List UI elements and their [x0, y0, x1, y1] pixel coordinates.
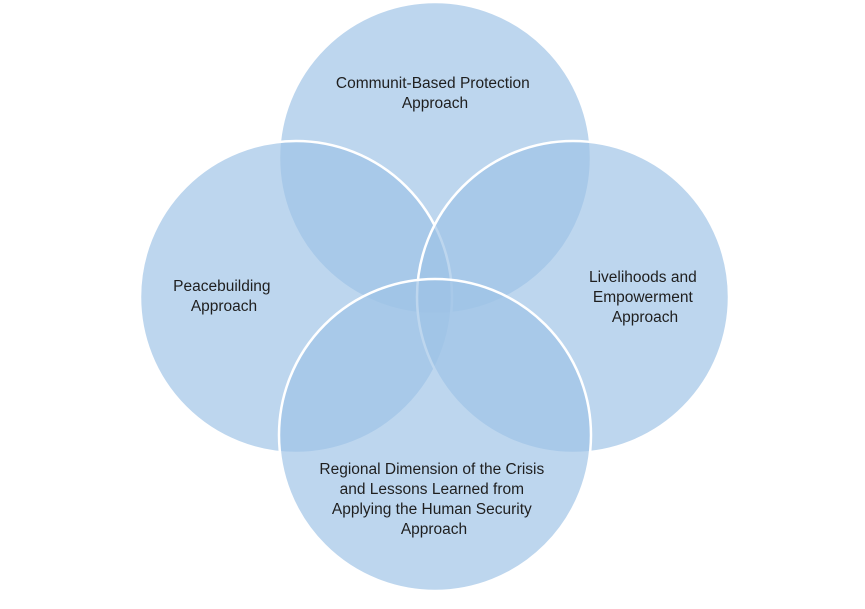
label-line: Livelihoods and: [589, 269, 697, 286]
label-community-based-protection: Communit-Based Protection Approach: [336, 75, 534, 112]
label-line: Approach: [191, 298, 257, 315]
label-line: Applying the Human Security: [332, 501, 532, 518]
label-line: Communit-Based Protection: [336, 75, 530, 92]
label-line: Approach: [401, 521, 467, 538]
label-line: Regional Dimension of the Crisis: [319, 461, 544, 478]
label-livelihoods-empowerment: Livelihoods and Empowerment Approach: [589, 269, 701, 326]
label-line: Approach: [402, 95, 468, 112]
circle-regional-dimension: [277, 277, 593, 593]
label-line: Empowerment: [593, 289, 694, 306]
venn-circles: [138, 0, 731, 593]
venn-labels: Communit-Based Protection Approach Peace…: [173, 75, 701, 538]
label-line: Approach: [612, 309, 678, 326]
label-line: Peacebuilding: [173, 278, 270, 295]
label-regional-dimension: Regional Dimension of the Crisis and Les…: [319, 461, 548, 538]
label-peacebuilding: Peacebuilding Approach: [173, 278, 275, 315]
label-line: and Lessons Learned from: [340, 481, 524, 498]
